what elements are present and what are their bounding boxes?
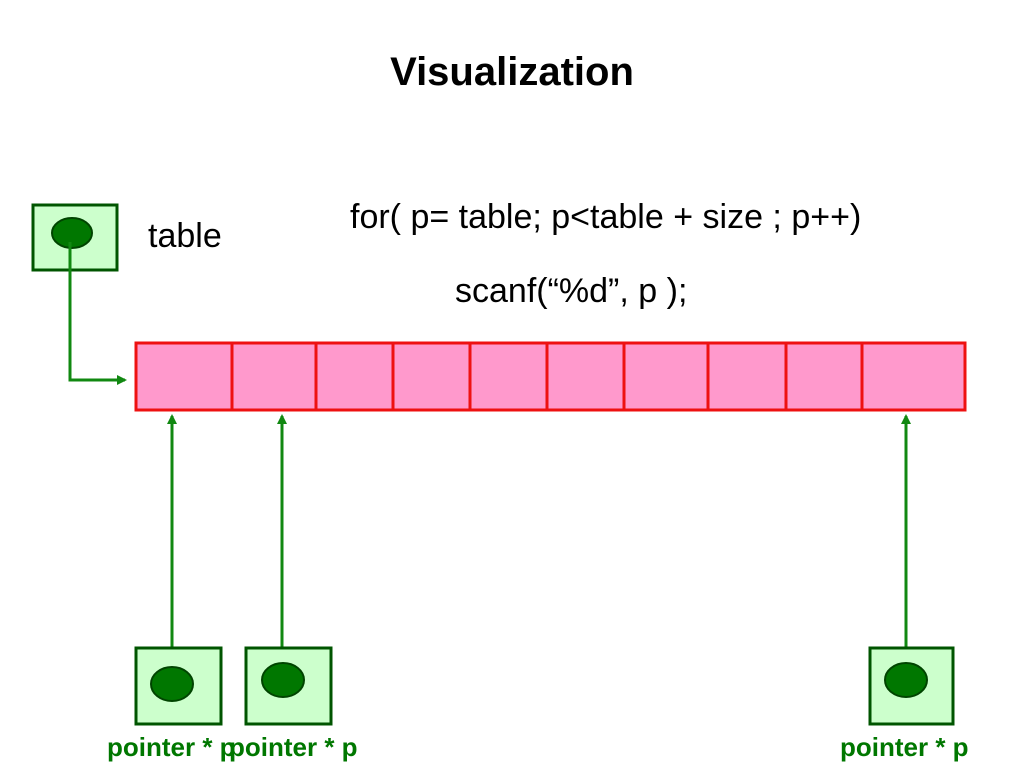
array-cell-7: [706, 341, 788, 412]
table-pointer-dot: [51, 217, 93, 249]
array-cell-0: [134, 341, 234, 412]
array-cell-2: [314, 341, 395, 412]
pointer-box-2: [244, 646, 333, 726]
pointer-label-3: pointer * p: [840, 732, 969, 762]
code-line-for-loop: for( p= table; p<table + size ; p++): [350, 198, 862, 236]
array: [134, 341, 967, 412]
table-label: table: [148, 217, 222, 255]
array-cell-5: [545, 341, 626, 412]
pointer-dot-2: [261, 662, 305, 698]
table-to-array-arrow: [68, 242, 127, 385]
table-pointer-box: [31, 203, 119, 272]
pointer-box-1: [134, 646, 223, 726]
pointer-label-1: pointer * p: [107, 732, 236, 762]
pointer-dot-1: [150, 666, 194, 702]
pointer-dot-3: [884, 662, 928, 698]
code-line-scanf: scanf(“%d”, p );: [455, 272, 688, 310]
array-cell-6: [622, 341, 710, 412]
array-cell-1: [230, 341, 318, 412]
array-cell-9: [860, 341, 967, 412]
pointer-box-3: [868, 646, 955, 726]
array-cell-8: [784, 341, 864, 412]
array-cell-4: [468, 341, 549, 412]
pointer-label-2: pointer * p: [229, 732, 358, 762]
array-cell-3: [391, 341, 472, 412]
page-title: Visualization: [390, 50, 634, 94]
